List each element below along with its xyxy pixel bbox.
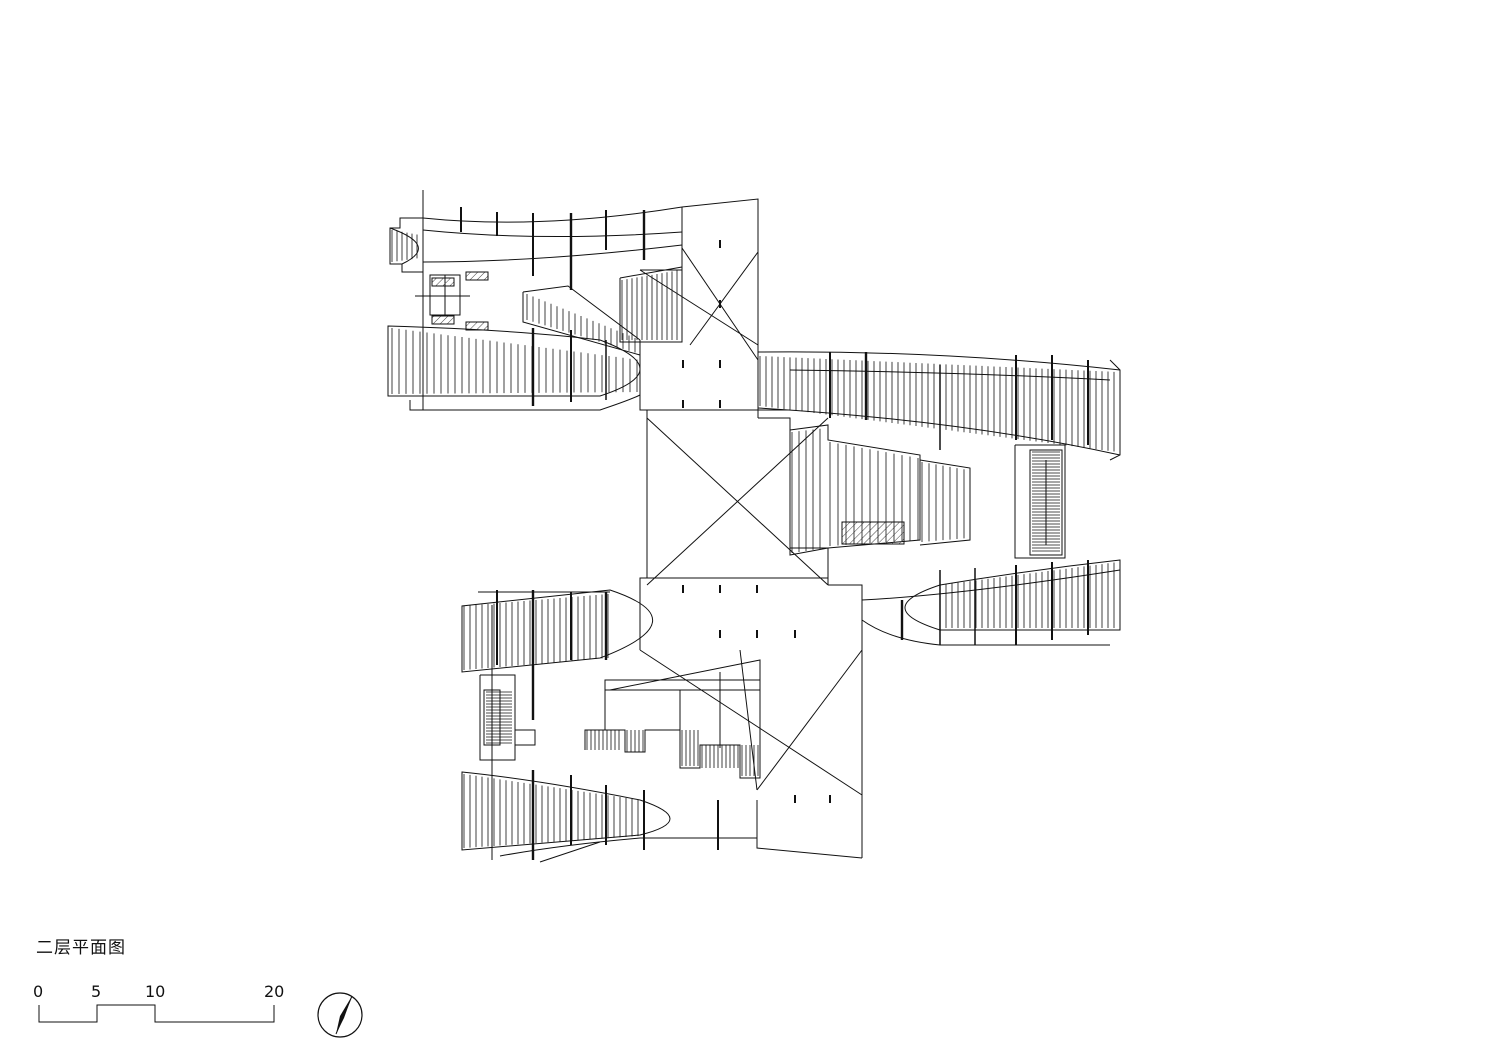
scale-label-0: 0 [33, 982, 44, 1001]
central-spine [639, 198, 863, 859]
north-arrow-icon [317, 992, 363, 1038]
scale-label-20: 20 [264, 982, 285, 1001]
southwest-wing [461, 589, 761, 863]
northwest-wing [387, 190, 683, 411]
scale-bar [38, 1004, 275, 1023]
plan-title: 二层平面图 [36, 938, 126, 958]
spine-column-marks [682, 240, 831, 803]
east-wing [757, 351, 1121, 646]
scale-label-10: 10 [145, 982, 166, 1001]
scale-label-5: 5 [91, 982, 102, 1001]
